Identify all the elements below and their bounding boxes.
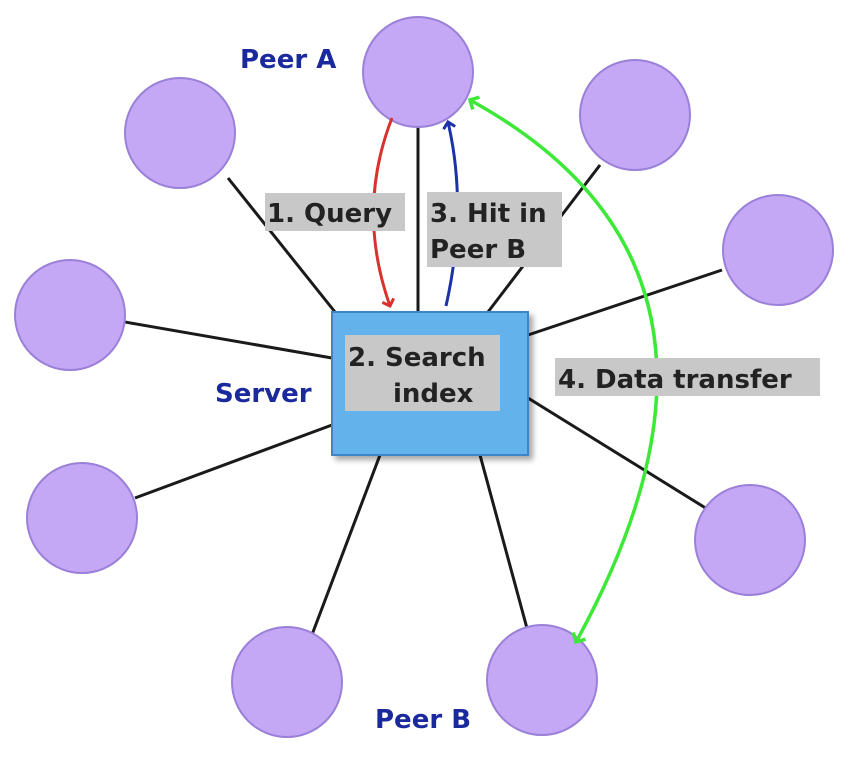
server-node: 2. Search index <box>331 311 529 456</box>
data-transfer-label-box <box>555 358 820 396</box>
peer-node-top-right <box>579 59 691 171</box>
link-peer-bottom-left <box>308 454 382 641</box>
link-peer-top-left <box>226 177 337 313</box>
peer-node-right-lower <box>694 484 806 596</box>
peer-b-label: Peer B <box>375 705 471 735</box>
peer-a-label: Peer A <box>240 45 336 75</box>
link-peer-left-lower <box>134 423 333 500</box>
hit-label-line2: Peer B <box>430 235 526 265</box>
peer-b-node <box>486 624 598 736</box>
peer-node-bottom-left <box>231 626 343 738</box>
peer-node-left-lower <box>26 462 138 574</box>
peer-node-top-left <box>124 77 236 189</box>
data-transfer-label: 4. Data transfer <box>555 358 820 396</box>
link-peer-b <box>478 454 530 633</box>
peers <box>14 16 834 738</box>
data-transfer-label-text: 4. Data transfer <box>558 365 792 395</box>
data-transfer-arrow <box>470 100 659 642</box>
query-label-text: 1. Query <box>267 199 392 229</box>
peer-node-left-upper <box>14 259 126 371</box>
peer-node-right-upper <box>722 194 834 306</box>
search-index-line2: index <box>393 379 474 409</box>
peer-a-node <box>362 16 474 128</box>
hit-label-line1: 3. Hit in <box>430 199 547 229</box>
search-index-line1: 2. Search <box>348 343 486 373</box>
query-label: 1. Query <box>265 193 405 231</box>
link-peer-right-upper <box>527 268 723 337</box>
link-peer-left-upper <box>124 320 333 360</box>
hit-label: 3. Hit in Peer B <box>427 192 562 267</box>
link-peer-right-lower <box>527 396 713 514</box>
server-label: Server <box>215 379 312 409</box>
query-label-box <box>265 193 405 231</box>
hit-label-box <box>427 192 562 267</box>
